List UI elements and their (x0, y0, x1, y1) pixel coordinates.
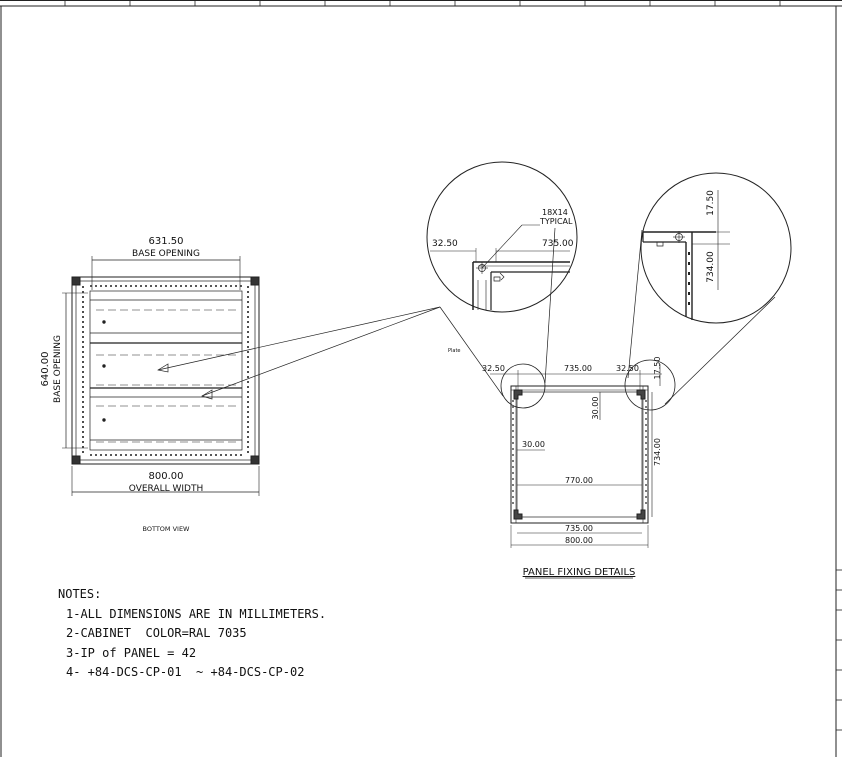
base-opening (89, 290, 243, 451)
detail-right-dim-734: 734.00 (706, 251, 716, 283)
callout-circle-right (624, 359, 676, 411)
hole-size-label: 18X14 (542, 208, 568, 217)
note-item-1: 1-ALL DIMENSIONS ARE IN MILLIMETERS. (66, 606, 327, 621)
dim-17-50: 17.50 (653, 357, 662, 380)
base-opening-width-label: BASE OPENING (132, 249, 200, 259)
panel-fixing-details (439, 227, 776, 548)
dim-734: 734.00 (653, 438, 662, 466)
detail-left-dim-32-50: 32.50 (432, 239, 458, 249)
hole-typical-label: TYPICAL (539, 217, 573, 226)
detail-left-circle (426, 161, 578, 313)
note-item-3: 3-IP of PANEL = 42 (66, 645, 197, 660)
notes-heading: NOTES: (58, 587, 102, 601)
bottom-view-caption: BOTTOM VIEW (143, 525, 191, 533)
overall-width-value: 800.00 (149, 471, 184, 482)
dim-800: 800.00 (565, 536, 593, 545)
detail-right-dim-17-50: 17.50 (706, 190, 716, 216)
bottom-view (62, 256, 441, 496)
base-opening-depth-value: 640.00 (40, 352, 51, 387)
base-opening-depth-label: BASE OPENING (53, 335, 63, 403)
note-item-4: 4- +84-DCS-CP-01 ~ +84-DCS-CP-02 (66, 665, 305, 679)
dim-770: 770.00 (565, 476, 593, 485)
detail-left (426, 161, 578, 313)
dim-30-vertical: 30.00 (591, 397, 600, 420)
dim-32-50-right: 32.50 (616, 364, 639, 373)
plate-label: Plate (448, 348, 461, 354)
panel-frame (510, 385, 649, 524)
detail-left-dim-735: 735.00 (542, 239, 574, 249)
detail-right (640, 172, 792, 324)
notes-block: NOTES: 1-ALL DIMENSIONS ARE IN MILLIMETE… (58, 585, 326, 683)
dim-32-50-left: 32.50 (482, 364, 505, 373)
callout-circle-left (500, 363, 546, 409)
note-item-2: 2-CABINET COLOR=RAL 7035 (66, 626, 247, 640)
cabinet-outline (71, 276, 260, 465)
dim-735-bottom: 735.00 (565, 524, 593, 533)
overall-width-label: OVERALL WIDTH (129, 484, 203, 494)
dim-30-left: 30.00 (522, 440, 545, 449)
panel-fixing-caption: PANEL FIXING DETAILS (523, 567, 636, 578)
base-opening-width-value: 631.50 (149, 236, 184, 247)
detail-right-circle (640, 172, 792, 324)
dim-735-top: 735.00 (564, 364, 592, 373)
